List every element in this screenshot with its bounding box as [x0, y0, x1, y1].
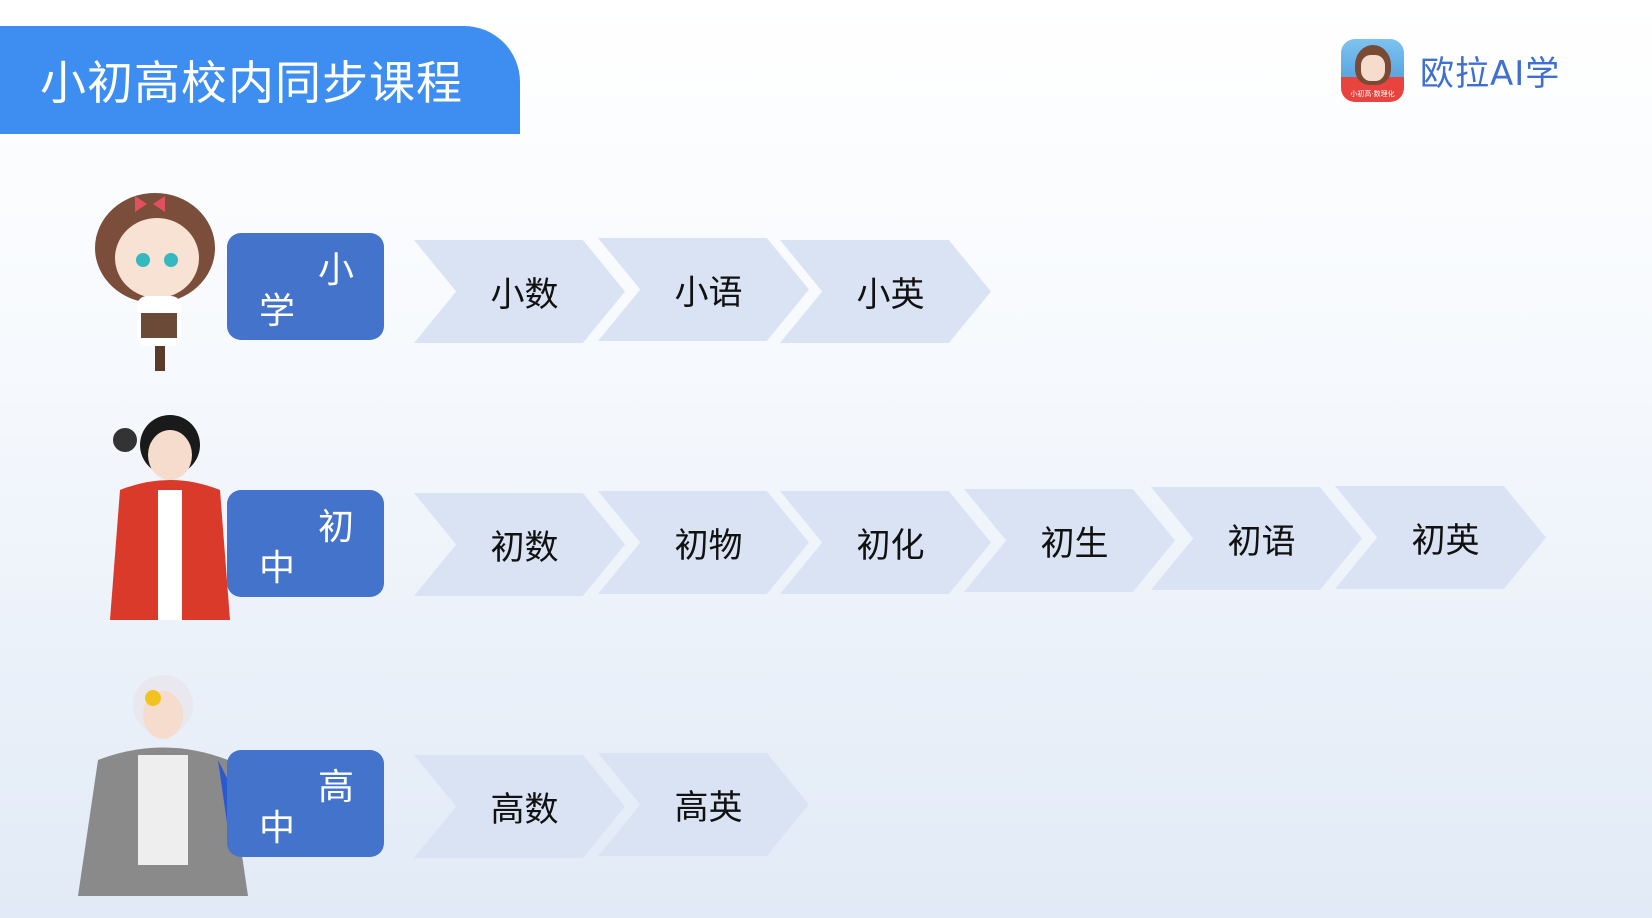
course-chip[interactable]: 初英 — [1335, 486, 1546, 589]
brand: 小初高·数理化 欧拉AI学 — [1341, 39, 1560, 102]
course-chip[interactable]: 小语 — [598, 238, 809, 341]
brand-name: 欧拉AI学 — [1420, 54, 1561, 94]
level-label-char: 中 — [259, 808, 296, 849]
course-chip[interactable]: 小英 — [780, 240, 991, 343]
level-label-junior: 初中 — [227, 490, 384, 597]
level-row-junior: 初中 初数 初物 初化 初生 初语 初英 — [0, 415, 1652, 620]
course-chip[interactable]: 初化 — [780, 491, 991, 594]
course-chip[interactable]: 小数 — [414, 240, 625, 343]
boy-character-avatar — [110, 415, 230, 620]
level-label-char: 学 — [259, 291, 296, 332]
level-label-char: 高 — [317, 767, 354, 808]
course-chip[interactable]: 高英 — [598, 753, 809, 856]
course-chip[interactable]: 高数 — [414, 755, 625, 858]
white-hair-character-avatar — [78, 675, 248, 896]
course-chip[interactable]: 初物 — [598, 491, 809, 594]
course-chip[interactable]: 初生 — [964, 489, 1175, 592]
level-label-senior: 高中 — [227, 750, 384, 857]
level-label-char: 初 — [317, 507, 354, 548]
title-banner: 小初高校内同步课程 — [0, 26, 520, 134]
level-label-primary: 小学 — [227, 233, 384, 340]
app-logo-icon: 小初高·数理化 — [1341, 39, 1404, 102]
level-row-senior: 高中 高数 高英 — [0, 675, 1652, 896]
level-row-primary: 小学 小数 小语 小英 — [0, 193, 1652, 371]
level-label-char: 中 — [259, 548, 296, 589]
course-chip[interactable]: 初数 — [414, 493, 625, 596]
level-label-char: 小 — [317, 250, 354, 291]
page-title: 小初高校内同步课程 — [40, 56, 463, 110]
course-chip[interactable]: 初语 — [1151, 487, 1362, 590]
girl-character-avatar — [95, 193, 215, 371]
app-icon-caption: 小初高·数理化 — [1350, 90, 1395, 98]
